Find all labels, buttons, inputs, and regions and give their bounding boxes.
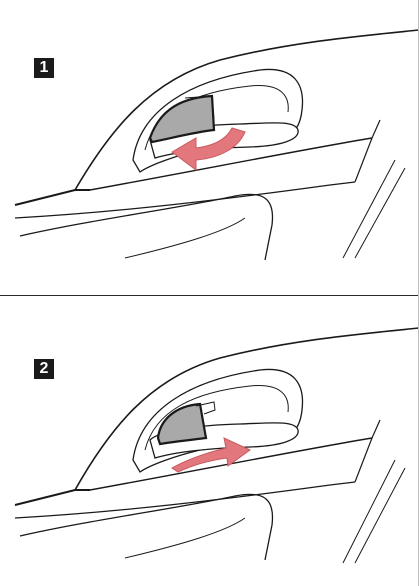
- step-2-badge: 2: [34, 359, 54, 379]
- right-frame-line-c: [355, 468, 405, 563]
- door-panel-line-b: [15, 482, 355, 518]
- right-frame-line-a: [355, 420, 380, 482]
- right-frame-line-b: [343, 460, 395, 563]
- lower-trim-curve: [20, 194, 273, 260]
- door-panel-line-a: [15, 190, 90, 205]
- right-frame-line-b: [343, 160, 395, 258]
- door-panel-line-a: [15, 490, 90, 505]
- step-1-panel: 1: [0, 0, 419, 295]
- step-2-panel: 2: [0, 298, 419, 586]
- step-2-door-illustration: [0, 298, 419, 586]
- step-1-badge: 1: [34, 58, 54, 78]
- lower-trim-curve: [20, 494, 273, 560]
- door-upper-trim-line: [75, 30, 419, 190]
- lower-trim-inner: [125, 518, 245, 558]
- step-1-door-illustration: [0, 0, 419, 295]
- lower-trim-inner: [125, 218, 245, 258]
- door-upper-trim-line: [75, 328, 419, 490]
- panel-divider: [0, 295, 419, 296]
- door-panel-line-b: [15, 182, 355, 218]
- handle-lever-shape: [158, 404, 206, 444]
- right-frame-line-c: [355, 168, 405, 258]
- right-frame-line-a: [355, 120, 380, 182]
